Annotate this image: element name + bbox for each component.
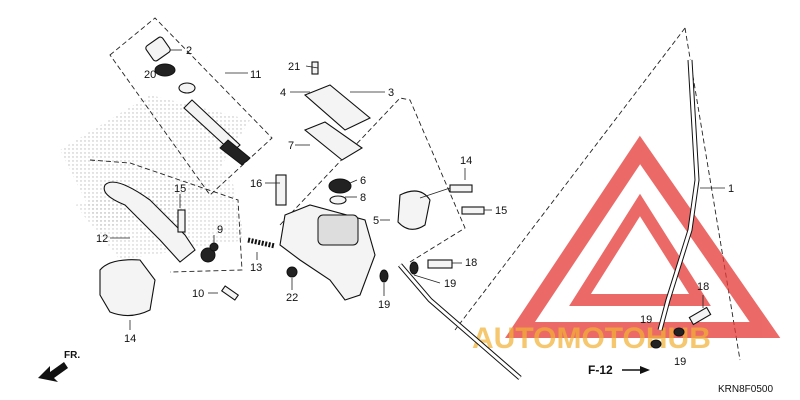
callout-19-d: 19 — [674, 356, 686, 368]
part-19-washer-b — [409, 261, 419, 275]
callout-12: 12 — [96, 233, 108, 245]
callout-20: 20 — [144, 69, 156, 81]
callout-16: 15 — [174, 183, 186, 195]
callout-13: 13 — [250, 262, 262, 274]
part-10-bolt — [220, 285, 240, 301]
callout-5: 5 — [373, 215, 379, 227]
callout-14: 14 — [124, 333, 136, 345]
callout-numbers: 2 20 11 21 4 3 7 6 8 16 5 14 15 15 9 12 … — [96, 45, 734, 368]
part-19-washer-d — [673, 327, 685, 337]
part-19-washer-a — [379, 269, 389, 283]
shading-region — [60, 95, 250, 230]
part-17-bolt — [275, 174, 287, 206]
direction-label: FR. — [64, 350, 80, 361]
leader-lines — [110, 49, 725, 330]
part-15-bolt-upper — [449, 184, 473, 193]
callout-19-c: 19 — [640, 314, 652, 326]
part-22-cap — [286, 266, 298, 278]
group-outline-3 — [279, 97, 466, 263]
callout-4: 4 — [280, 87, 286, 99]
callout-6: 6 — [360, 175, 366, 187]
part-18-bolt-left — [427, 259, 453, 269]
part-11-piston — [183, 99, 251, 166]
part-4-cap — [303, 84, 372, 131]
front-direction-indicator: FR. — [38, 350, 80, 382]
part-13-pin — [247, 237, 276, 249]
callout-1: 1 — [728, 183, 734, 195]
callout-9: 9 — [217, 224, 223, 236]
callout-17: 16 — [250, 178, 262, 190]
group-outline-1 — [454, 27, 686, 331]
reference-label: F-12 — [588, 363, 613, 377]
part-7-diaphragm — [303, 121, 364, 161]
group-outline-11 — [109, 17, 273, 196]
callout-3: 3 — [388, 87, 394, 99]
part-code: KRN8F0500 — [718, 384, 773, 395]
watermark-text: AUTOMOTOHUB — [472, 322, 711, 355]
part-14-cover — [99, 259, 156, 317]
callout-19-b: 19 — [444, 278, 456, 290]
callout-18-left: 18 — [465, 257, 477, 269]
part-18-bolt-right — [688, 306, 712, 326]
callout-18-right: 18 — [697, 281, 709, 293]
callout-8: 8 — [360, 192, 366, 204]
part-15-bolt-lower — [461, 206, 485, 215]
master-cylinder-body — [279, 204, 376, 301]
watermark-logo — [505, 135, 781, 338]
callout-15-lower: 15 — [495, 205, 507, 217]
callout-2: 2 — [186, 45, 192, 57]
part-9-nut — [209, 242, 219, 252]
callout-19-a: 19 — [378, 299, 390, 311]
callout-10: 10 — [192, 288, 204, 300]
callout-15-upper: 14 — [460, 155, 472, 167]
part-6-boot — [328, 178, 352, 194]
part-16-bolt — [177, 209, 186, 233]
callout-21: 21 — [288, 61, 300, 73]
callout-11: 11 — [250, 69, 261, 81]
group-outline-12 — [89, 159, 243, 273]
part-8-clip — [329, 195, 347, 205]
callout-7: 7 — [288, 140, 294, 152]
reference-arrowhead — [640, 366, 650, 374]
part-1-brake-hose — [398, 59, 700, 380]
group-outline-1b — [684, 27, 741, 361]
part-5-clamp — [397, 190, 431, 230]
callout-22: 22 — [286, 292, 298, 304]
part-12-lever — [103, 181, 216, 263]
part-19-washer-c — [650, 339, 662, 349]
